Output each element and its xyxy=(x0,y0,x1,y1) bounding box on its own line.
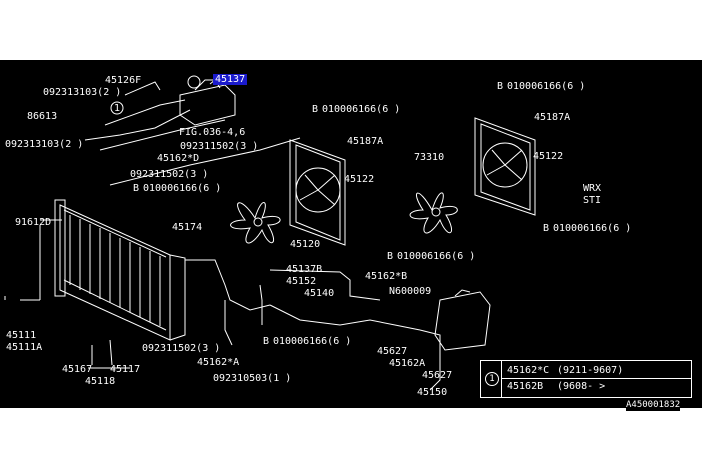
part-label-092310503[interactable]: 092310503(1 ) xyxy=(213,373,292,384)
overflow-tank-drawing xyxy=(434,289,491,351)
part-label-010006166-top[interactable]: 010006166(6 ) xyxy=(322,104,401,115)
bolt-marker-bot: B xyxy=(263,336,270,347)
part-label-45174[interactable]: 45174 xyxy=(172,222,203,233)
part-label-45120[interactable]: 45120 xyxy=(290,239,321,250)
legend-row: 45162B (9608- > xyxy=(507,381,687,392)
part-label-010006166-a[interactable]: 010006166(6 ) xyxy=(143,183,222,194)
part-label-010006166-top2[interactable]: 010006166(6 ) xyxy=(507,81,586,92)
part-label-45627-b[interactable]: 45627 xyxy=(422,370,453,381)
part-label-45162a[interactable]: 45162*A xyxy=(197,357,240,368)
bolt-marker-mid: B xyxy=(387,251,394,262)
part-label-092311502-b[interactable]: 092311502(3 ) xyxy=(130,169,209,180)
part-label-45117[interactable]: 45117 xyxy=(110,364,141,375)
bolt-marker-top: B xyxy=(312,104,319,115)
part-label-86613[interactable]: 86613 xyxy=(27,111,58,122)
fan-shroud-right xyxy=(474,117,536,216)
bolt-marker-right: B xyxy=(543,223,550,234)
part-label-45122[interactable]: 45122 xyxy=(344,174,375,185)
legend-box: 1 45162*C (9211-9607) 45162B (9608- > xyxy=(480,360,692,398)
part-label-010006166-bot[interactable]: 010006166(6 ) xyxy=(273,336,352,347)
bolt-marker-top2: B xyxy=(497,81,504,92)
part-label-45137[interactable]: 45137 xyxy=(213,74,248,85)
part-label-010006166-right[interactable]: 010006166(6 ) xyxy=(553,223,632,234)
part-label-45140[interactable]: 45140 xyxy=(304,288,335,299)
part-label-73310[interactable]: 73310 xyxy=(414,152,445,163)
part-label-45137b[interactable]: 45137B xyxy=(286,264,323,275)
label-sti: STI xyxy=(583,195,602,206)
part-label-45152[interactable]: 45152 xyxy=(286,276,317,287)
part-label-45118[interactable]: 45118 xyxy=(85,376,116,387)
fan-shroud-center xyxy=(289,139,346,246)
part-label-45187a-b[interactable]: 45187A xyxy=(534,112,571,123)
legend-part: 45162*C xyxy=(507,365,550,376)
bolt-marker-a: B xyxy=(133,183,140,194)
part-label-45111[interactable]: 45111 xyxy=(6,330,37,341)
fan-blade-center xyxy=(230,202,281,244)
part-label-91612d[interactable]: 91612D xyxy=(15,217,52,228)
part-label-fig036[interactable]: FIG.036-4,6 xyxy=(179,127,246,138)
part-label-092313103-left[interactable]: 092313103(2 ) xyxy=(5,139,84,150)
part-label-45162d[interactable]: 45162*D xyxy=(157,153,200,164)
part-label-092313103-top[interactable]: 092313103(2 ) xyxy=(43,87,122,98)
legend-range: (9211-9607) xyxy=(557,365,624,376)
part-label-45126f[interactable]: 45126F xyxy=(105,75,142,86)
part-label-45150[interactable]: 45150 xyxy=(417,387,448,398)
legend-marker: 1 xyxy=(485,372,499,386)
legend-row-divider xyxy=(501,378,691,379)
part-label-092311502-c[interactable]: 092311502(3 ) xyxy=(142,343,221,354)
radiator-drawing xyxy=(54,199,186,341)
legend-divider xyxy=(501,361,502,397)
part-label-45162b[interactable]: 45162*B xyxy=(365,271,408,282)
part-label-092311502-a[interactable]: 092311502(3 ) xyxy=(180,141,259,152)
part-label-010006166-mid[interactable]: 010006166(6 ) xyxy=(397,251,476,262)
part-label-45122-b[interactable]: 45122 xyxy=(533,151,564,162)
part-label-45162a-b[interactable]: 45162A xyxy=(389,358,426,369)
legend-part: 45162B xyxy=(507,381,544,392)
part-label-45187a[interactable]: 45187A xyxy=(347,136,384,147)
legend-range: (9608- > xyxy=(557,381,606,392)
diagram-reference: A450001832 xyxy=(626,400,681,411)
part-label-n600009[interactable]: N600009 xyxy=(389,286,432,297)
fan-blade-right xyxy=(409,192,458,234)
legend-row: 45162*C (9211-9607) xyxy=(507,365,687,376)
part-label-45111a[interactable]: 45111A xyxy=(6,342,43,353)
label-wrx: WRX xyxy=(583,183,602,194)
part-label-45167[interactable]: 45167 xyxy=(62,364,93,375)
part-label-45627[interactable]: 45627 xyxy=(377,346,408,357)
callout-marker: 1 xyxy=(114,103,121,114)
